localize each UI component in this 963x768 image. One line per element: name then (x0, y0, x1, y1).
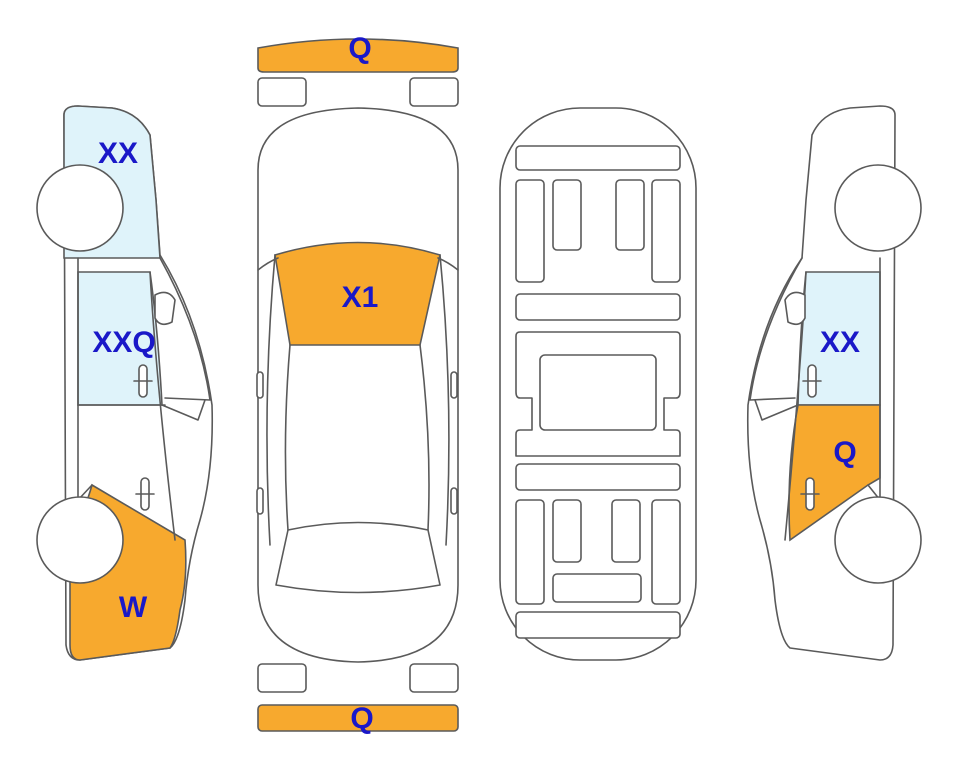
right-front-window-line (754, 399, 799, 421)
right-side-view: XX Q (746, 105, 922, 661)
top-cabin-left (266, 254, 276, 546)
left-front-fender-label: W (119, 591, 148, 624)
interior-front-right-seat (651, 179, 681, 283)
top-hood-left (257, 257, 279, 271)
interior-rear-left-seat (515, 499, 545, 605)
top-rear-window (275, 521, 441, 594)
left-side-view: XX XXQ W (36, 105, 214, 661)
top-cabin-right (439, 254, 450, 546)
top-roof-right (419, 344, 430, 531)
left-rear-wheel (36, 164, 124, 252)
right-rear-door-label: XX (820, 326, 860, 359)
rear-bumper-label: Q (350, 702, 373, 735)
rear-left-light (257, 663, 307, 693)
left-front-wheel (36, 496, 124, 584)
interior-mid-bar-1 (515, 293, 681, 321)
top-left-mirror (256, 371, 264, 399)
rear-bumper-panel (257, 704, 459, 732)
left-rear-door-handle (133, 364, 153, 398)
top-right-mirror (450, 371, 458, 399)
interior-front-left-seat (515, 179, 545, 283)
interior-front-bar (515, 145, 681, 171)
interior-view (499, 107, 697, 661)
left-front-door-handle (135, 477, 155, 511)
right-mirror (784, 291, 806, 326)
left-windshield-edge (159, 257, 211, 401)
interior-rear-left-inner (552, 499, 582, 563)
right-windshield-edge (749, 257, 803, 401)
interior-front-left-inner (552, 179, 582, 251)
front-left-light (257, 77, 307, 107)
interior-center-box (539, 354, 657, 431)
top-left-handle (256, 487, 264, 515)
right-front-door-handle (800, 477, 820, 511)
interior-rear-center (552, 573, 642, 603)
windshield-label: X1 (342, 281, 379, 314)
interior-front-right-inner (615, 179, 645, 251)
left-b-pillar (149, 271, 176, 541)
right-front-door-label: Q (833, 436, 856, 469)
top-roof-left (284, 344, 291, 531)
right-front-wheel (834, 496, 922, 584)
front-right-light (409, 77, 459, 107)
top-view: Q X1 Q (256, 32, 459, 735)
top-hood-right (437, 257, 459, 271)
front-bumper-panel (257, 38, 459, 73)
right-rear-wheel (834, 164, 922, 252)
right-rear-door-handle (802, 364, 822, 398)
left-rear-door-label: XXQ (92, 326, 155, 359)
interior-rear-bar (515, 611, 681, 639)
interior-rear-right-inner (611, 499, 641, 563)
interior-mid-bar-2 (515, 463, 681, 491)
rear-right-light (409, 663, 459, 693)
front-bumper-label: Q (348, 32, 371, 65)
left-mirror (154, 291, 176, 326)
left-front-window-line (161, 399, 206, 421)
top-right-handle (450, 487, 458, 515)
left-rear-window-label: XX (98, 137, 138, 170)
interior-rear-right-seat (651, 499, 681, 605)
